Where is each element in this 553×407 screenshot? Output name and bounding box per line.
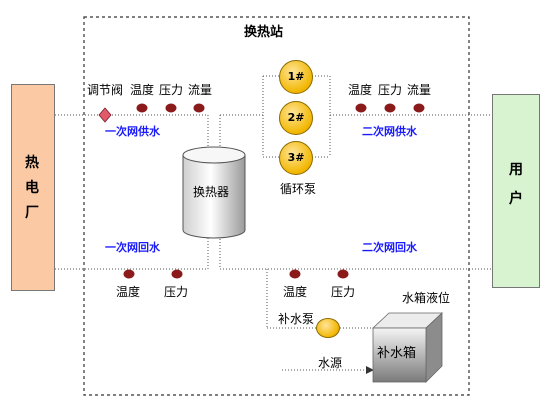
makeup-tank-icon	[371, 312, 444, 383]
secondary-supply-temp-label: 温度	[348, 83, 373, 97]
sensor-primary-return-temp	[123, 269, 135, 279]
station-title: 换热站	[244, 25, 284, 40]
makeup-pump-label: 补水泵	[278, 312, 315, 326]
heat-plant-char-1: 热	[25, 155, 39, 171]
regulating-valve-icon	[98, 107, 112, 123]
user-box: 用 户	[492, 94, 540, 288]
primary-supply-label: 一次网供水	[105, 125, 160, 138]
tank-level-label: 水箱液位	[402, 291, 451, 305]
secondary-return-temp-label: 温度	[283, 285, 308, 299]
water-source-arrow	[366, 366, 374, 374]
circulation-pump-1-icon: 1#	[279, 60, 313, 94]
circulation-pump-3-icon: 3#	[279, 141, 313, 175]
primary-return-temp-label: 温度	[116, 285, 141, 299]
heat-plant-char-3: 厂	[25, 205, 39, 221]
sensor-secondary-return-pressure	[337, 269, 349, 279]
user-char-1: 用	[509, 162, 523, 178]
sensor-secondary-supply-flow	[413, 103, 425, 113]
heat-plant-box: 热 电 厂	[11, 84, 55, 291]
water-source-label: 水源	[318, 356, 343, 370]
primary-supply-flow-label: 流量	[188, 83, 213, 97]
heat-exchanger-icon	[182, 146, 246, 239]
user-char-2: 户	[509, 191, 523, 207]
sensor-primary-supply-flow	[193, 103, 205, 113]
makeup-tank-label: 补水箱	[377, 346, 417, 361]
makeup-pump-icon	[316, 318, 340, 338]
circulation-pump-2-icon: 2#	[279, 101, 313, 135]
primary-supply-pressure-label: 压力	[159, 83, 184, 97]
sensor-primary-return-pressure	[171, 269, 183, 279]
sensor-secondary-supply-pressure	[384, 103, 396, 113]
sensor-primary-supply-pressure	[165, 103, 177, 113]
secondary-supply-flow-label: 流量	[407, 83, 432, 97]
sensor-secondary-supply-temp	[355, 103, 367, 113]
primary-supply-temp-label: 温度	[130, 83, 155, 97]
secondary-return-pressure-label: 压力	[331, 285, 356, 299]
secondary-supply-label: 二次网供水	[362, 125, 417, 138]
secondary-supply-pressure-label: 压力	[378, 83, 403, 97]
secondary-return-label: 二次网回水	[362, 241, 417, 254]
valve-label: 调节阀	[87, 83, 124, 97]
primary-return-pressure-label: 压力	[164, 285, 189, 299]
primary-return-label: 一次网回水	[105, 241, 160, 254]
heat-exchanger-label: 换热器	[193, 185, 230, 199]
sensor-primary-supply-temp	[136, 103, 148, 113]
heat-plant-char-2: 电	[25, 180, 39, 196]
station-boundary	[83, 16, 470, 396]
sensor-secondary-return-temp	[289, 269, 301, 279]
circulation-pump-label: 循环泵	[280, 182, 317, 196]
